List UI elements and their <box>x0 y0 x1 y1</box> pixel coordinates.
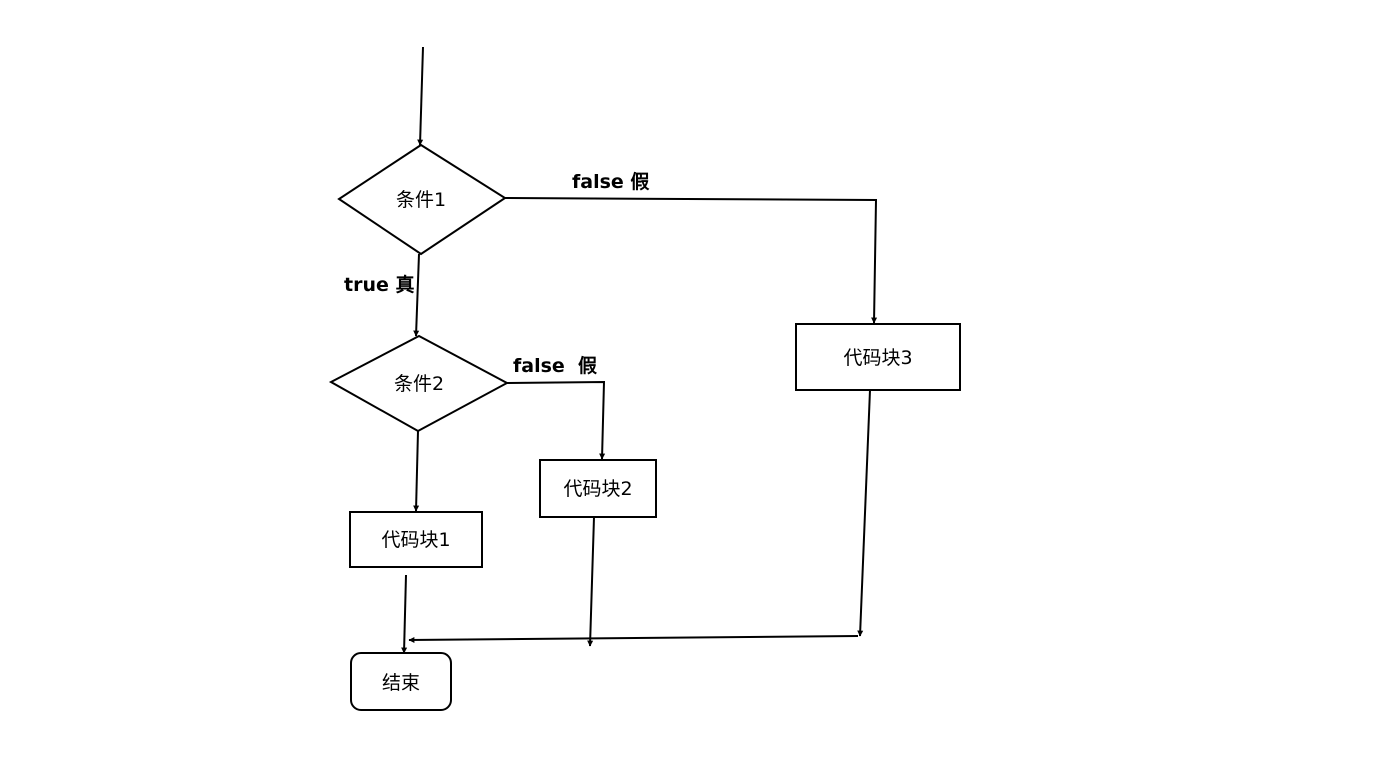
condition2-true-arrow <box>413 430 420 512</box>
condition1-diamond <box>337 143 507 256</box>
condition2-false-arrow <box>506 380 606 460</box>
condition1-true-label: true 真 <box>344 273 414 296</box>
code-block2-down-arrow <box>587 516 595 647</box>
condition2-diamond <box>328 334 510 433</box>
code-block3-down-arrow <box>857 389 871 637</box>
end-terminator <box>350 652 452 711</box>
condition2-label: 条件2 <box>394 373 444 395</box>
condition1-true-arrow <box>413 253 420 337</box>
condition1-false-arrow <box>504 197 878 324</box>
code-block2-box <box>539 459 657 518</box>
code-block3-label: 代码块3 <box>843 347 912 369</box>
merge-to-end-arrow <box>408 635 859 643</box>
condition1-label: 条件1 <box>396 189 446 211</box>
code-block2-label: 代码块2 <box>563 478 632 500</box>
condition1-false-label: false 假 <box>572 170 649 193</box>
entry-arrow <box>417 46 424 146</box>
code-block1-to-end-arrow <box>401 574 408 654</box>
code-block1-box <box>349 511 483 568</box>
code-block3-box <box>795 323 961 391</box>
end-label: 结束 <box>382 672 420 694</box>
condition2-false-label: false 假 <box>513 354 597 377</box>
code-block1-label: 代码块1 <box>381 529 450 551</box>
